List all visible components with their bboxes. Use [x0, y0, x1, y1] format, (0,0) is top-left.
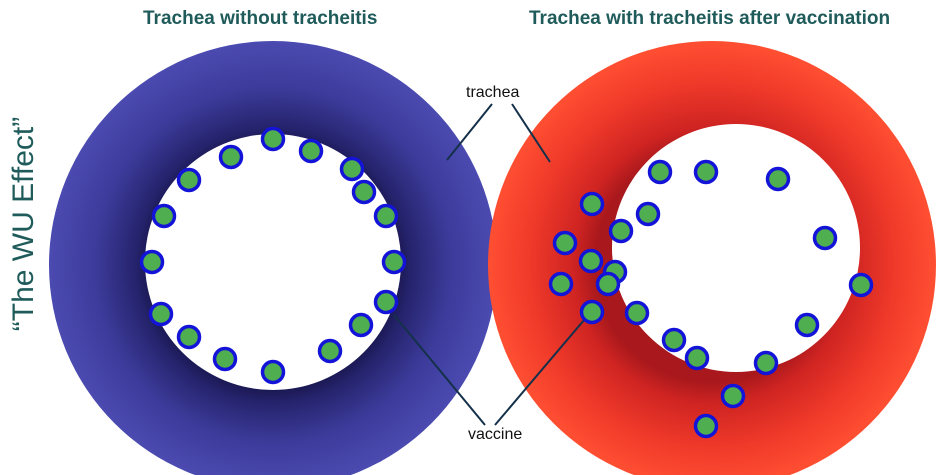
vaccine-particle	[351, 315, 372, 336]
vaccine-particle	[696, 416, 717, 437]
vaccine-particle	[582, 194, 603, 215]
vaccine-particle	[263, 129, 284, 150]
vaccine-particle	[179, 327, 200, 348]
vaccine-particle	[687, 348, 708, 369]
healthy-trachea	[49, 41, 497, 475]
vaccine-particle	[797, 315, 818, 336]
trachea-callout-label: trachea	[466, 84, 519, 102]
vaccine-particle	[342, 159, 363, 180]
vaccine-particle	[354, 182, 375, 203]
vaccine-particle	[756, 353, 777, 374]
vaccine-particle	[376, 292, 397, 313]
vaccine-particle	[142, 252, 163, 273]
inflamed-trachea-title: Trachea with tracheitis after vaccinatio…	[529, 8, 890, 30]
vaccine-particle	[582, 302, 603, 323]
vaccine-particle	[151, 304, 172, 325]
vaccine-particle	[551, 274, 572, 295]
vaccine-particle	[154, 206, 175, 227]
vaccine-particle	[611, 221, 632, 242]
vaccine-particle	[638, 204, 659, 225]
trachea-pointer-left	[447, 104, 492, 160]
vaccine-particle	[221, 147, 242, 168]
vaccine-particle	[851, 275, 872, 296]
vaccine-particle	[664, 330, 685, 351]
vaccine-particle	[301, 141, 322, 162]
wu-effect-label: “The WU Effect”	[7, 114, 41, 334]
vaccine-particle	[320, 341, 341, 362]
inflamed-trachea	[488, 41, 936, 475]
vaccine-particle	[581, 251, 602, 272]
vaccine-particle	[723, 386, 744, 407]
vaccine-particle	[696, 162, 717, 183]
vaccine-callout-label: vaccine	[468, 426, 522, 444]
vaccine-particle	[768, 169, 789, 190]
vaccine-particle	[598, 274, 619, 295]
vaccine-particle	[555, 233, 576, 254]
vaccine-particle	[263, 362, 284, 383]
healthy-trachea-title: Trachea without tracheitis	[143, 8, 377, 30]
vaccine-particle	[650, 162, 671, 183]
vaccine-particle	[215, 349, 236, 370]
vaccine-particle	[384, 252, 405, 273]
vaccine-particle	[627, 303, 648, 324]
vaccine-particle	[815, 228, 836, 249]
vaccine-particle	[179, 170, 200, 191]
vaccine-particle	[376, 206, 397, 227]
